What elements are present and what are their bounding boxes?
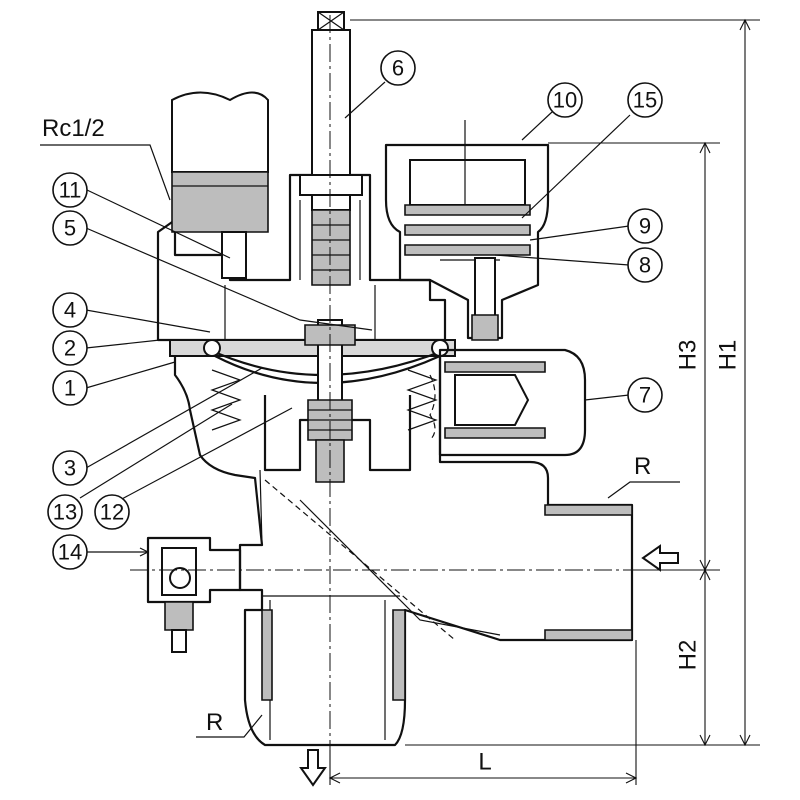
adjusting-screw: [299, 11, 363, 286]
svg-text:Rc1/2: Rc1/2: [42, 115, 105, 142]
label-inlet-thread: R: [607, 453, 680, 499]
flow-arrows: [299, 544, 679, 787]
svg-text:7: 7: [639, 383, 651, 408]
valve-body: [173, 353, 634, 747]
svg-text:10: 10: [553, 88, 577, 113]
dim-h1: H1: [715, 340, 742, 371]
callout-12: 12: [94, 407, 293, 530]
svg-text:5: 5: [64, 216, 76, 241]
dim-l: L: [478, 749, 491, 776]
callout-3: 3: [52, 367, 263, 486]
label-outlet-thread: R: [196, 709, 263, 738]
label-pilot-port: Rc1/2: [40, 115, 171, 201]
svg-text:11: 11: [59, 178, 82, 203]
inlet-flow-arrow: [641, 544, 679, 572]
svg-text:2: 2: [64, 336, 76, 361]
callout-15: 15: [521, 82, 663, 219]
svg-text:12: 12: [100, 500, 124, 525]
actuator: [429, 348, 587, 457]
svg-text:15: 15: [633, 88, 657, 113]
svg-text:4: 4: [64, 298, 76, 323]
callout-14: 14: [52, 534, 150, 570]
dim-h2: H2: [675, 640, 702, 671]
dimension-lines: [328, 18, 760, 785]
svg-text:14: 14: [58, 540, 82, 565]
pilot-plug: [171, 91, 269, 279]
callout-9: 9: [529, 208, 663, 244]
svg-text:13: 13: [53, 500, 77, 525]
outlet-flow-arrow: [299, 749, 327, 787]
callout-10: 10: [521, 82, 583, 141]
center-lines: [130, 15, 720, 760]
dim-h3: H3: [675, 340, 702, 371]
callout-5: 5: [52, 210, 373, 331]
svg-text:R: R: [634, 453, 651, 480]
diaphragm: [169, 339, 456, 385]
svg-text:R: R: [206, 709, 223, 736]
callout-11: 11: [52, 172, 231, 259]
callout-8: 8: [494, 247, 663, 283]
callout-6: 6: [344, 50, 416, 119]
svg-text:3: 3: [64, 456, 76, 481]
svg-text:6: 6: [392, 56, 404, 81]
svg-text:9: 9: [639, 214, 651, 239]
callout-1: 1: [52, 361, 176, 406]
callout-7: 7: [584, 377, 663, 413]
pilot-housing: [384, 120, 550, 341]
drain-plug: [146, 536, 242, 653]
callout-13: 13: [47, 403, 233, 530]
svg-text:8: 8: [639, 253, 651, 278]
svg-text:1: 1: [64, 376, 76, 401]
callout-4: 4: [52, 292, 211, 333]
callout-2: 2: [52, 330, 161, 366]
